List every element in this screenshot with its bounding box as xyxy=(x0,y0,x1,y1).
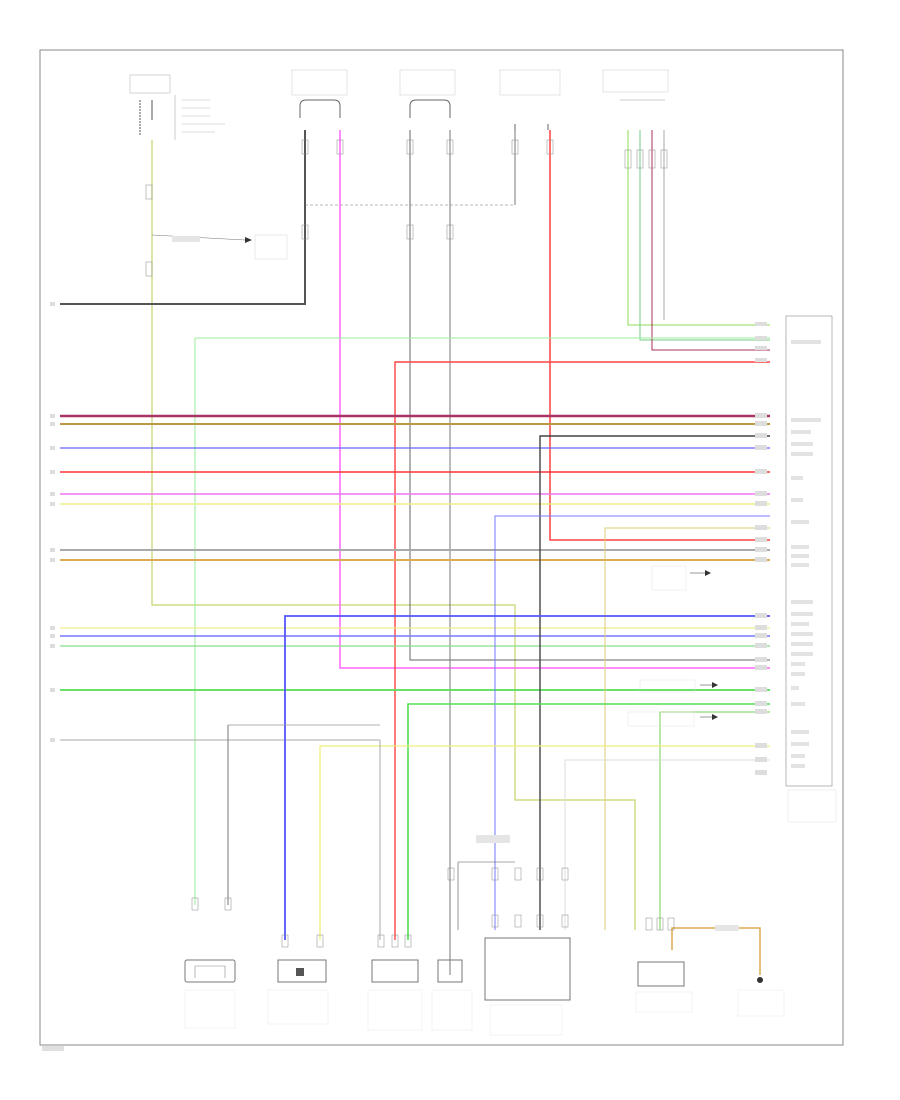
wire-blue-bc2 xyxy=(284,615,770,940)
wire-dark-1 xyxy=(539,435,770,930)
ground-icon xyxy=(757,977,763,983)
control-module-label-box xyxy=(787,789,837,823)
ref-label-box xyxy=(254,234,288,260)
footer-code-box xyxy=(42,1046,64,1051)
module-pins xyxy=(755,322,767,775)
bottom-component-1 xyxy=(184,959,236,1029)
sensor-icon xyxy=(296,968,304,976)
bus-lines xyxy=(60,414,770,741)
bottom-component-4 xyxy=(431,959,473,1031)
wire-tan-v xyxy=(604,527,770,930)
bottom-component-5 xyxy=(457,835,571,1036)
component-label-box xyxy=(267,989,329,1025)
pos-sensor-1 xyxy=(291,69,348,118)
wire-p1 xyxy=(627,130,770,326)
ignition-switch-group xyxy=(129,74,225,140)
bottom-component-2 xyxy=(267,959,329,1025)
wire-green-bc3 xyxy=(407,703,770,940)
component-label-box xyxy=(737,989,785,1017)
wire-p2 xyxy=(639,130,770,341)
wire-red-main xyxy=(394,361,770,940)
control-module-box xyxy=(785,315,833,787)
sensor-label-box xyxy=(291,69,348,96)
wire-red-s3 xyxy=(549,130,770,541)
wire-blue-v xyxy=(494,515,770,930)
sensor-label-box xyxy=(399,69,456,96)
wire-magenta-s1 xyxy=(339,130,770,669)
component-box xyxy=(371,959,419,983)
wire-label xyxy=(476,835,510,843)
pressure-sensor xyxy=(602,69,669,101)
component-box xyxy=(277,959,327,983)
ref-label-box xyxy=(651,565,687,591)
wire-black-ground xyxy=(60,130,306,305)
wire-gray-s2 xyxy=(409,130,770,661)
wire-p3 xyxy=(651,130,770,351)
connector-icon xyxy=(299,99,341,118)
bottom-component-3 xyxy=(367,959,423,1031)
component-box xyxy=(637,961,685,987)
component-label-box xyxy=(431,989,473,1031)
wire-yellow-bc2 xyxy=(319,745,770,940)
ref-label-box xyxy=(639,679,696,693)
component-box xyxy=(184,959,236,983)
pos-sensor-3 xyxy=(499,69,561,130)
bottom-component-6 xyxy=(635,961,693,1013)
wire-label xyxy=(172,236,200,242)
component-label-box xyxy=(489,1004,563,1036)
component-label-box xyxy=(184,989,236,1029)
connector-ticks xyxy=(145,139,675,948)
row-markers xyxy=(50,302,55,742)
component-label-box xyxy=(367,989,423,1031)
arrow-icon xyxy=(705,570,711,576)
component-box xyxy=(484,937,571,1001)
diagram-border xyxy=(39,49,844,1046)
pos-sensor-2 xyxy=(399,69,456,118)
wire-light-v xyxy=(564,759,770,930)
sensor-label-box xyxy=(602,69,669,93)
arrow-icon xyxy=(245,237,252,243)
arrow-icon xyxy=(712,714,718,720)
module-pin-labels xyxy=(791,340,821,768)
component-box xyxy=(437,959,463,983)
sensor-label-box xyxy=(499,69,561,96)
wire-orange-ground xyxy=(671,927,761,975)
ignition-label-box xyxy=(129,74,171,94)
wire-label xyxy=(715,925,739,931)
wire-green-bc7 xyxy=(659,711,770,930)
ref-label-box xyxy=(627,711,695,727)
connector-icon xyxy=(409,99,451,118)
wire-ignition-feed xyxy=(151,140,636,930)
arrow-icon xyxy=(712,682,718,688)
connector-icon xyxy=(514,124,549,130)
bottom-component-7 xyxy=(671,925,785,1017)
component-label-box xyxy=(635,991,693,1013)
